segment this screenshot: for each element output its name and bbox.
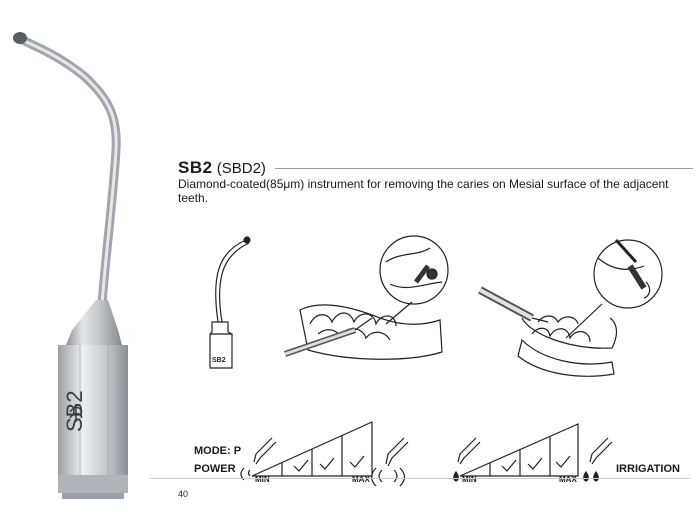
title-rule xyxy=(275,168,693,169)
irrigation-label: IRRIGATION xyxy=(616,463,680,475)
power-label: POWER xyxy=(194,463,236,475)
dental-arch-icon xyxy=(478,286,618,377)
checkmark-icon xyxy=(555,455,571,468)
diamond-tip-icon xyxy=(13,32,27,44)
irrigation-max-label: MAX xyxy=(559,475,577,484)
power-min-label: MIN xyxy=(255,475,270,484)
checkmark-icon xyxy=(319,457,335,470)
power-max-label: MAX xyxy=(352,475,370,484)
tip-engraving: SB2 xyxy=(62,390,87,432)
page-number: 40 xyxy=(178,489,189,499)
dental-arch-icon xyxy=(284,304,443,360)
power-meter xyxy=(251,421,373,477)
vibration-icon xyxy=(370,437,409,487)
product-code: SB2 xyxy=(178,158,213,177)
water-drop-icon xyxy=(453,437,481,482)
irrigation-meter xyxy=(459,423,579,477)
magnifier-icon xyxy=(379,235,449,325)
diagram-tip-label: SB2 xyxy=(212,357,226,364)
checkmark-icon xyxy=(527,457,543,470)
scaler-tip-photo: SB2 xyxy=(13,32,128,499)
usage-illustrations: SB2 xyxy=(209,235,663,377)
setting-meters xyxy=(240,421,613,487)
magnifier-icon xyxy=(565,238,663,339)
irrigation-min-label: MIN xyxy=(462,475,477,484)
checkmark-icon xyxy=(501,459,517,472)
footer-rule xyxy=(150,478,690,479)
water-drop-icon xyxy=(583,437,613,482)
checkmark-icon xyxy=(349,455,365,468)
product-title: SB2 (SBD2) xyxy=(178,158,266,178)
tip-diagram-icon xyxy=(209,236,251,369)
mode-label: MODE: P xyxy=(194,445,242,457)
product-description: Diamond-coated(85μm) instrument for remo… xyxy=(178,177,669,205)
brand-logo-icon xyxy=(69,404,83,422)
checkmark-icon xyxy=(293,459,309,472)
product-alt-code: (SBD2) xyxy=(216,160,266,177)
